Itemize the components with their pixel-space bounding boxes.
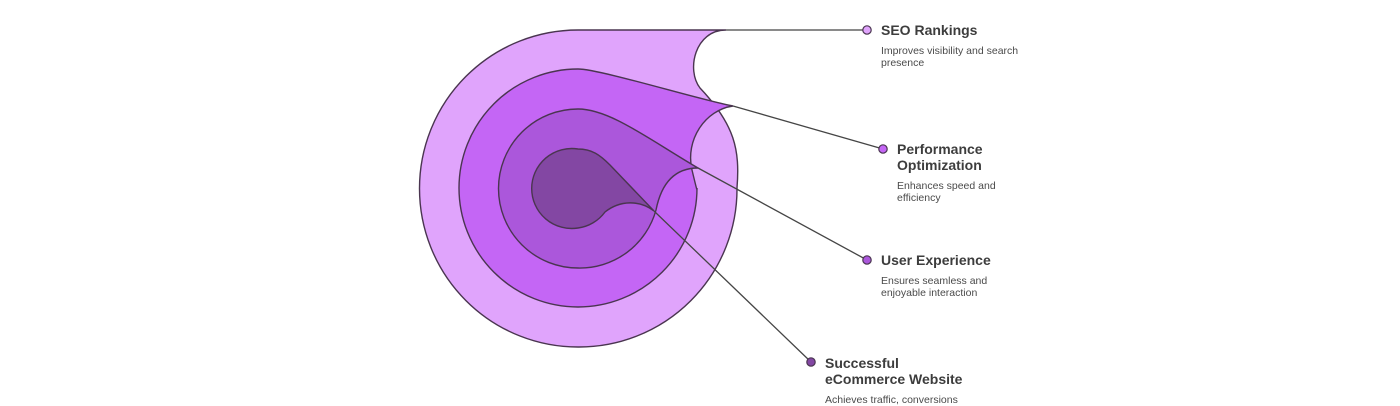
successful-ecommerce-description: Achieves traffic, conversions [825, 394, 958, 406]
seo-rankings-description: Improves visibility and search presence [881, 45, 1019, 69]
performance-description: Enhances speed and efficiency [897, 180, 996, 204]
label-user-experience: User Experience Ensures seamless and enj… [881, 252, 1001, 299]
dot-seo [862, 25, 872, 35]
successful-ecommerce-title: Successful eCommerce Website [825, 355, 963, 387]
layer-core-shape [531, 147, 655, 230]
label-performance-optimization: Performance Optimization Enhances speed … [897, 141, 1007, 204]
connector-core [653, 210, 812, 363]
dot-user-experience [862, 255, 872, 265]
connector-user-experience [697, 167, 868, 261]
seo-rankings-title: SEO Rankings [881, 22, 978, 38]
label-successful-ecommerce: Successful eCommerce Website Achieves tr… [825, 355, 1005, 406]
label-seo-rankings: SEO Rankings Improves visibility and sea… [881, 22, 1031, 69]
dot-performance [878, 144, 888, 154]
performance-title: Performance Optimization [897, 141, 983, 173]
connector-performance [732, 105, 884, 150]
dot-core [806, 357, 816, 367]
user-experience-description: Ensures seamless and enjoyable interacti… [881, 275, 988, 299]
user-experience-title: User Experience [881, 252, 991, 268]
